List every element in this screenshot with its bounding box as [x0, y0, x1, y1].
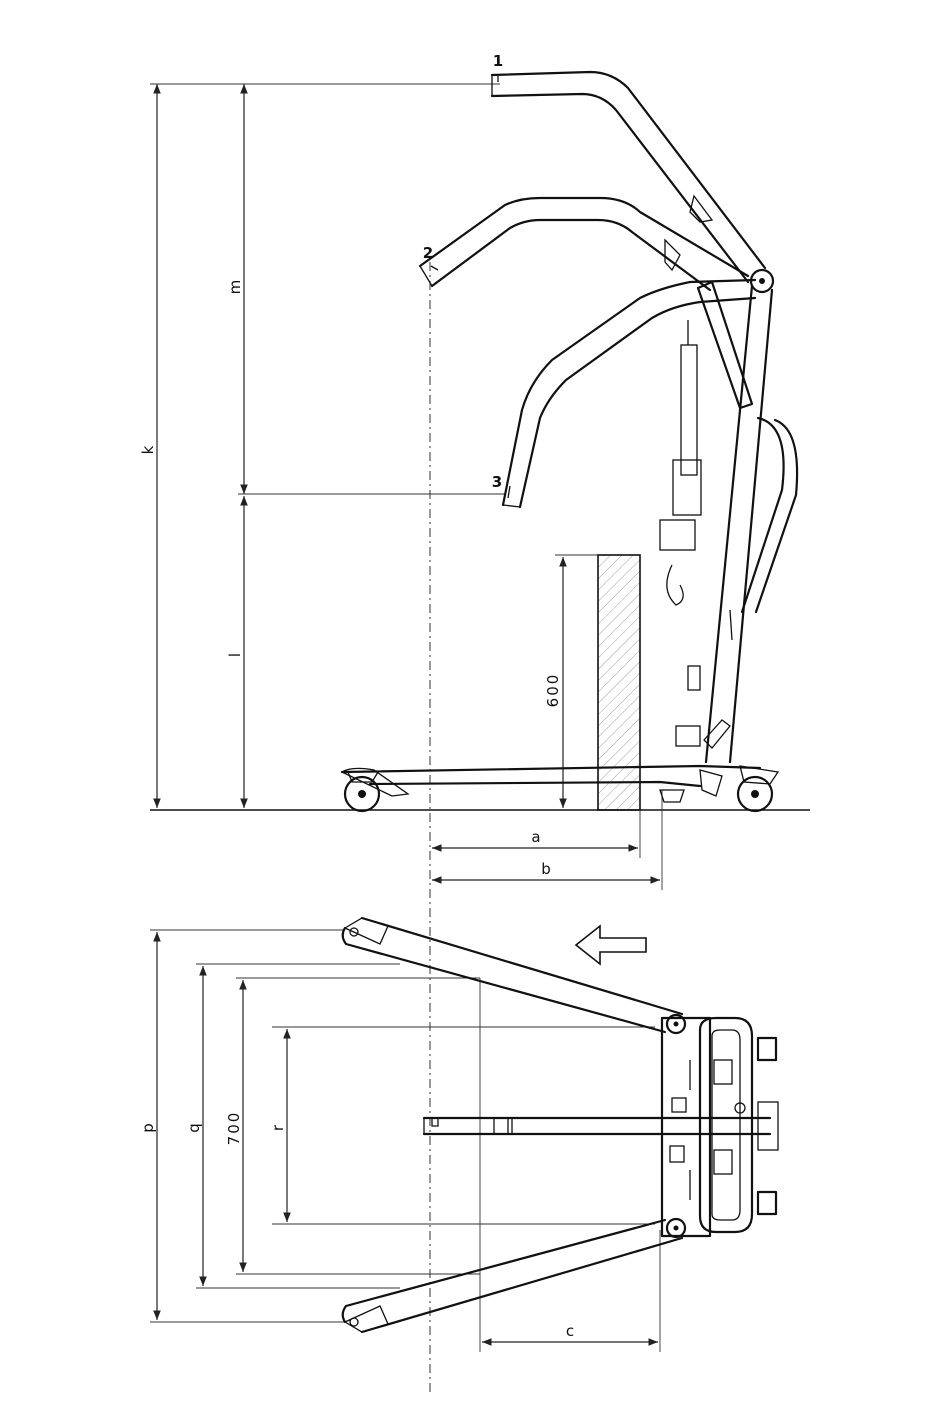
dimension-l: l	[226, 496, 244, 808]
dim-label-a: a	[531, 828, 540, 846]
dim-label-700: 700	[225, 1111, 243, 1146]
dimension-q: q	[185, 966, 203, 1286]
dimension-r: r	[269, 1029, 287, 1222]
dim-label-p: p	[139, 1123, 157, 1133]
direction-arrow-icon	[576, 926, 646, 964]
dim-label-c: c	[566, 1322, 574, 1340]
dim-label-l: l	[226, 653, 244, 657]
dim-label-600: 600	[544, 673, 562, 708]
dim-label-k: k	[139, 445, 157, 454]
dim-label-r: r	[269, 1124, 287, 1131]
point-label-1: 1	[493, 52, 503, 70]
dimension-k: k	[139, 84, 157, 808]
obstacle-block	[598, 555, 640, 810]
dim-label-m: m	[226, 280, 244, 295]
dimension-m: m	[226, 84, 244, 494]
lift-side-profile	[342, 72, 797, 811]
dim-label-b: b	[541, 860, 551, 878]
lift-top-profile	[343, 918, 778, 1332]
dimension-600: 600	[544, 555, 598, 808]
dimension-p: p	[139, 932, 157, 1320]
dimension-700: 700	[225, 980, 243, 1272]
point-label-2: 2	[423, 244, 433, 262]
dimension-b: b	[432, 860, 660, 880]
point-label-3: 3	[492, 473, 502, 491]
dim-label-q: q	[185, 1123, 203, 1133]
dimension-c: c	[482, 1322, 658, 1342]
top-view: p q 700 r c	[139, 918, 778, 1352]
dimension-a: a	[432, 828, 638, 848]
